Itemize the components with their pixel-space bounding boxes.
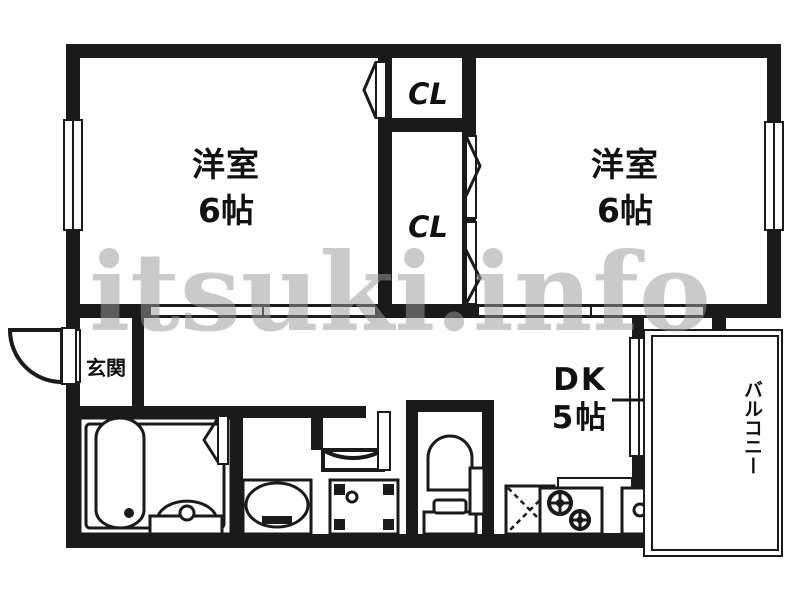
washbasin-icon [148,499,224,536]
gas-stove-icon [538,486,604,536]
label-entrance: 玄関 [86,356,126,380]
label-dk-name: DK [553,362,607,398]
label-balcony: バルコニー [741,380,763,475]
label-bedroom-right-name: 洋室 [591,145,659,184]
bathroom-door-marker [202,415,229,465]
window-right-bedroom [764,121,784,231]
room-labels: 洋室 6帖 洋室 6帖 CL CL DK 5帖 玄関 バルコニー [86,77,763,475]
window-left-bedroom [63,119,83,231]
label-bedroom-left-name: 洋室 [192,145,260,184]
washroom [148,418,313,536]
balcony-outline [643,329,783,557]
label-bedroom-left-size: 6帖 [198,191,254,230]
toilet-icon [422,434,486,536]
toilet [418,412,486,536]
bedroom-sliding-doors [149,305,705,317]
label-closet-bottom: CL [408,210,448,244]
entrance-door [7,327,77,385]
label-dk-size: 5帖 [552,400,609,436]
storage-cabinet [328,478,400,536]
hinged-door-dk [321,411,391,472]
label-closet-top: CL [408,77,448,111]
label-bedroom-right-size: 6帖 [597,191,653,230]
closet-door-markers [362,61,482,305]
sink-basin-icon [241,478,313,536]
